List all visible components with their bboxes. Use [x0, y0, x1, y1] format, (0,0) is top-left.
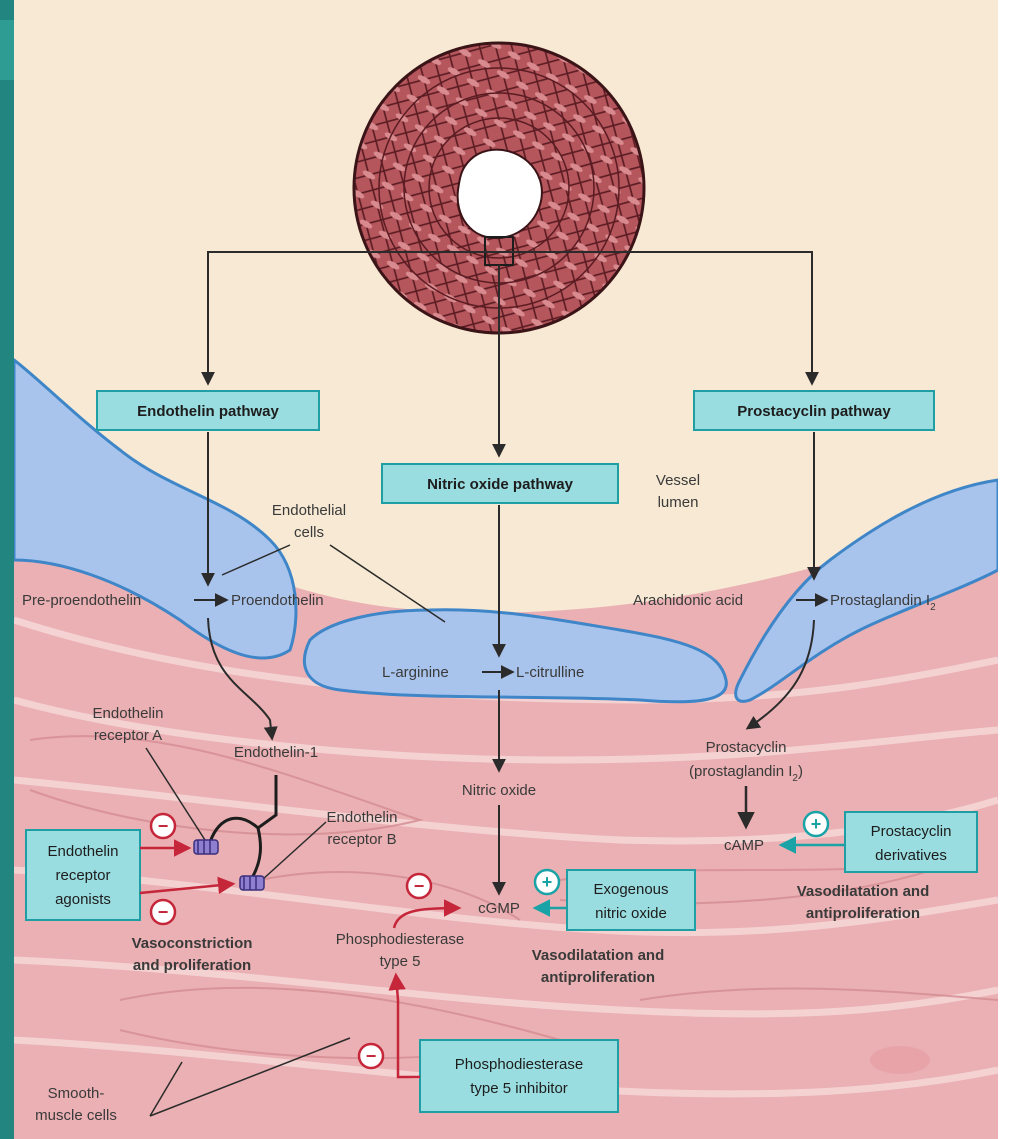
minus-sign-receptor-a: − [151, 814, 175, 838]
prostacyclin-label-line1: Prostacyclin [706, 739, 787, 756]
svg-text:+: + [811, 814, 822, 834]
prostacyclin-derivatives-box: Prostacyclin derivatives [845, 812, 977, 872]
pre-proendothelin-label: Pre-proendothelin [22, 592, 141, 609]
muscle-nucleus [870, 1046, 930, 1074]
pde5-inhibitor-box: Phosphodiesterase type 5 inhibitor [420, 1040, 618, 1112]
exogenous-no-label-line2: nitric oxide [595, 905, 667, 922]
camp-label: cAMP [724, 837, 764, 854]
pde5-inhibitor-label-line2: type 5 inhibitor [470, 1080, 568, 1097]
endothelin-receptor-a-label-line2: receptor A [94, 727, 162, 744]
minus-sign-pde5: − [407, 874, 431, 898]
svg-text:−: − [158, 902, 169, 922]
agonists-label-line2: receptor [55, 867, 110, 884]
l-citrulline-label: L-citrulline [516, 664, 584, 681]
endothelin-receptor-b-icon [240, 876, 264, 890]
plus-sign-cgmp: + [535, 870, 559, 894]
plus-sign-camp: + [804, 812, 828, 836]
prostacyclin-pathway-box: Prostacyclin pathway [694, 391, 934, 430]
nitric-oxide-label: Nitric oxide [462, 782, 536, 799]
nitric-oxide-pathway-box: Nitric oxide pathway [382, 464, 618, 503]
smooth-muscle-label-line1: Smooth- [48, 1085, 105, 1102]
endothelin-receptor-b-label-line1: Endothelin [327, 809, 398, 826]
vasodilatation-no-label-line2: antiproliferation [541, 969, 655, 986]
endothelial-cells-label-line2: cells [294, 524, 324, 541]
left-frame-bar [0, 0, 15, 1139]
proendothelin-label: Proendothelin [231, 592, 324, 609]
vessel-lumen-hole [458, 150, 542, 239]
vasodilatation-pgi-label-line2: antiproliferation [806, 905, 920, 922]
svg-text:+: + [542, 872, 553, 892]
endothelin-receptor-a-icon [194, 840, 218, 854]
agonists-label-line3: agonists [55, 891, 111, 908]
svg-text:−: − [414, 876, 425, 896]
prostacyclin-derivatives-label-line1: Prostacyclin [871, 823, 952, 840]
minus-sign-pde5-inhibitor: − [359, 1044, 383, 1068]
cgmp-label: cGMP [478, 900, 520, 917]
vasoconstriction-label-line2: and proliferation [133, 957, 251, 974]
vasodilatation-no-label-line1: Vasodilatation and [532, 947, 665, 964]
endothelin-1-label: Endothelin-1 [234, 744, 318, 761]
pde5-label-line1: Phosphodiesterase [336, 931, 464, 948]
svg-text:−: − [158, 816, 169, 836]
vasodilatation-pgi-label-line1: Vasodilatation and [797, 883, 930, 900]
vasoconstriction-label-line1: Vasoconstriction [132, 935, 253, 952]
endothelin-receptor-agonists-box: Endothelin receptor agonists [26, 830, 140, 920]
pde5-label-line2: type 5 [380, 953, 421, 970]
l-arginine-label: L-arginine [382, 664, 449, 681]
endothelin-receptor-b-label-line2: receptor B [327, 831, 396, 848]
exogenous-nitric-oxide-box: Exogenous nitric oxide [567, 870, 695, 930]
arachidonic-acid-label: Arachidonic acid [633, 592, 743, 609]
endothelin-receptor-a-label-line1: Endothelin [93, 705, 164, 722]
prostacyclin-derivatives-label-line2: derivatives [875, 847, 947, 864]
endothelin-pathway-label: Endothelin pathway [137, 403, 279, 420]
endothelin-pathway-box: Endothelin pathway [97, 391, 319, 430]
pde5-inhibitor-label-line1: Phosphodiesterase [455, 1056, 583, 1073]
nitric-oxide-pathway-label: Nitric oxide pathway [427, 476, 574, 493]
svg-text:−: − [366, 1046, 377, 1066]
minus-sign-receptor-b: − [151, 900, 175, 924]
vessel-lumen-label-line2: lumen [658, 494, 699, 511]
exogenous-no-label-line1: Exogenous [593, 881, 668, 898]
agonists-label-line1: Endothelin [48, 843, 119, 860]
prostacyclin-pathway-label: Prostacyclin pathway [737, 403, 891, 420]
vessel-lumen-label-line1: Vessel [656, 472, 700, 489]
smooth-muscle-label-line2: muscle cells [35, 1107, 117, 1124]
endothelial-cells-label-line1: Endothelial [272, 502, 346, 519]
